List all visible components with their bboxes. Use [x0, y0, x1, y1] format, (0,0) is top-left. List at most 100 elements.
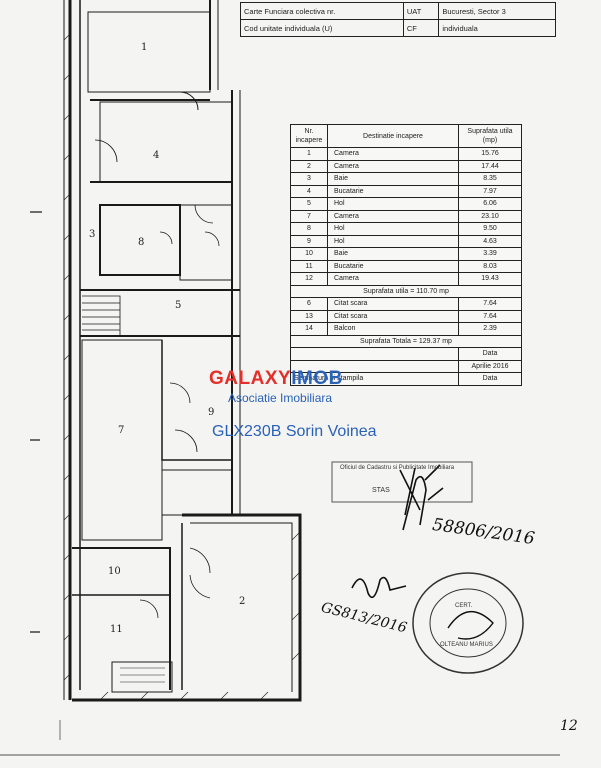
office-stamp-line2: STAS [372, 487, 390, 494]
footer-date: Aprilie 2016 [458, 359, 522, 373]
agent-watermark: GLX230B Sorin Voinea [212, 423, 377, 440]
brand-subtitle: Asociatie Imobiliara [228, 391, 333, 405]
room-area: 7.64 [458, 309, 522, 323]
cod-unitate-label: Cod unitate individuala (U) [240, 19, 404, 37]
uat-value: Bucuresti, Sector 3 [438, 2, 556, 20]
room-nr: 14 [290, 322, 328, 336]
room-label-5: 5 [175, 300, 182, 311]
round-stamp-icon [412, 572, 524, 674]
room-area-table: Nr. incapere Destinatie incapere Suprafa… [290, 124, 522, 386]
room-nr: 4 [290, 184, 328, 198]
footer-data-row: Data [290, 347, 522, 361]
room-area: 2.39 [458, 322, 522, 336]
room-label-11: 11 [110, 624, 123, 635]
room-name: Bucatarie [327, 259, 459, 273]
room-nr: 6 [290, 297, 328, 311]
round-stamp-line2: OLTEANU MARIUS [440, 642, 493, 648]
room-name: Baie [327, 172, 459, 186]
room-nr: 5 [290, 197, 328, 211]
room-area: 9.50 [458, 222, 522, 236]
brand-left: GALAXY [209, 368, 292, 389]
signature-icon [351, 576, 407, 599]
room-name: Balcon [327, 322, 459, 336]
footer-data: Data [458, 347, 522, 361]
brand-right: IMOB [291, 368, 343, 389]
col-suprafata-header: Suprafata utila (mp) [458, 124, 522, 148]
surface-totala-row: Suprafata Totala = 129.37 mp [290, 334, 522, 348]
room-area: 8.03 [458, 259, 522, 273]
room-name: Hol [327, 197, 459, 211]
office-stamp-line1: Oficiul de Cadastru si Publicitate Imobi… [340, 465, 455, 471]
col-nr-header: Nr. incapere [290, 124, 328, 148]
room-nr: 8 [290, 222, 328, 236]
room-nr: 7 [290, 209, 328, 223]
cf-value: individuala [438, 19, 556, 37]
room-nr: 11 [290, 259, 328, 273]
carte-funciara-label: Carte Funciara colectiva nr. [240, 2, 404, 20]
room-name: Camera [327, 147, 459, 161]
room-area: 4.63 [458, 234, 522, 248]
room-nr: 12 [290, 272, 328, 286]
room-nr: 13 [290, 309, 328, 323]
room-label-10: 10 [108, 566, 121, 577]
room-label-1: 1 [141, 42, 148, 53]
office-stamp-icon [331, 461, 473, 516]
surface-utila: Suprafata utila = 110.70 mp [290, 284, 522, 298]
room-nr: 1 [290, 147, 328, 161]
room-area: 8.35 [458, 172, 522, 186]
room-area: 23.10 [458, 209, 522, 223]
room-name: Bucatarie [327, 184, 459, 198]
room-label-3: 3 [89, 229, 96, 240]
room-name: Hol [327, 234, 459, 248]
room-nr: 10 [290, 247, 328, 261]
surface-totala: Suprafata Totala = 129.37 mp [290, 334, 522, 348]
uat-label: UAT [402, 2, 440, 20]
room-label-4: 4 [153, 150, 160, 161]
room-label-7: 7 [118, 425, 125, 436]
room-name: Camera [327, 272, 459, 286]
footer-empty [290, 347, 459, 361]
room-name: Camera [327, 209, 459, 223]
room-label-2: 2 [239, 596, 246, 607]
cf-label: CF [402, 19, 440, 37]
room-area: 6.06 [458, 197, 522, 211]
room-area: 3.39 [458, 247, 522, 261]
room-label-8: 8 [138, 237, 145, 248]
room-name: Citat scara [327, 309, 459, 323]
room-nr: 3 [290, 172, 328, 186]
room-area: 15.76 [458, 147, 522, 161]
room-area: 7.64 [458, 297, 522, 311]
surface-utila-row: Suprafata utila = 110.70 mp [290, 284, 522, 298]
room-area: 7.97 [458, 184, 522, 198]
page-number: 12 [560, 718, 578, 734]
room-name: Baie [327, 247, 459, 261]
room-area: 19.43 [458, 272, 522, 286]
room-name: Hol [327, 222, 459, 236]
room-nr: 9 [290, 234, 328, 248]
room-area: 17.44 [458, 159, 522, 173]
room-nr: 2 [290, 159, 328, 173]
signature-icon-2 [402, 475, 444, 531]
col-destinatie-header: Destinatie incapere [327, 124, 459, 148]
room-name: Citat scara [327, 297, 459, 311]
footer-signature-value: Data [458, 372, 522, 386]
round-stamp-line1: CERT. [455, 603, 473, 609]
brand-watermark: GALAXYIMOB [209, 368, 343, 390]
